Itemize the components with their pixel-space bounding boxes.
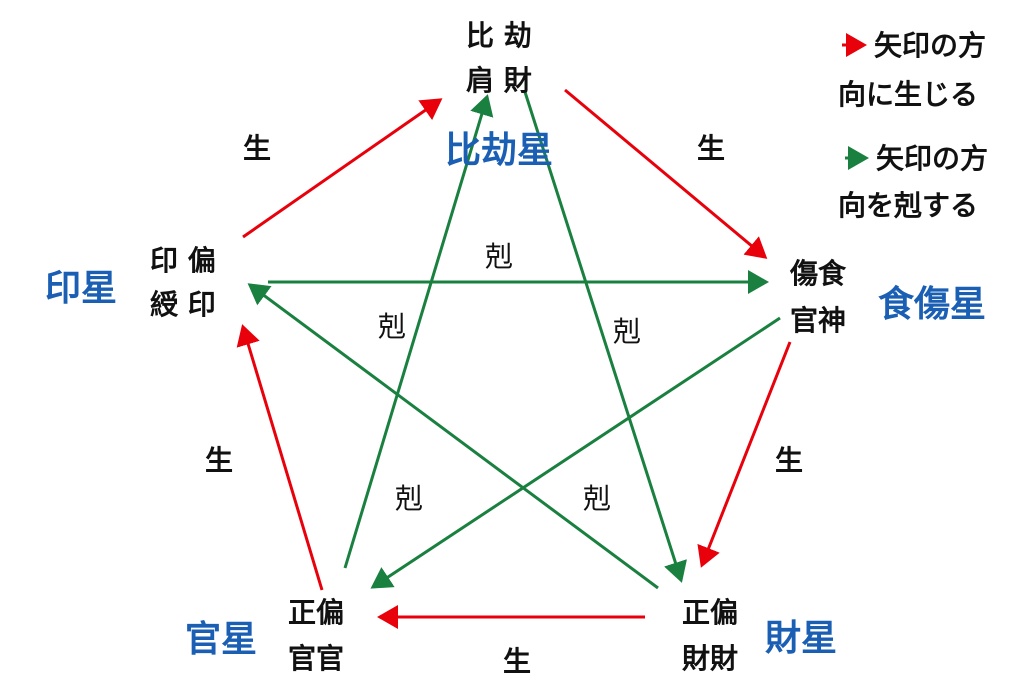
arrow-hikou-overcomes-zai: [523, 91, 687, 583]
arrow-shokushou-overcomes-kan: [370, 316, 781, 589]
label-overcome: 剋: [485, 240, 513, 273]
node-in-line1: 印 偏: [150, 244, 216, 277]
node-kan-line2: 官官: [288, 642, 344, 675]
arrow-kan-to-in: [236, 324, 324, 591]
label-overcome: 剋: [395, 482, 423, 515]
node-hikou-line1: 比 劫: [466, 19, 532, 52]
node-zai-line2: 財財: [682, 642, 738, 675]
node-hikou-line2: 肩 財: [466, 64, 532, 97]
node-shokushou-line2: 官神: [790, 304, 846, 337]
label-overcome: 剋: [613, 315, 641, 348]
node-kan-line1: 正偏: [288, 596, 344, 629]
label-generate: 生: [243, 132, 271, 165]
label-overcome: 剋: [378, 310, 406, 343]
legend-green-line2: 向を剋する: [838, 189, 978, 222]
arrow-kan-overcomes-hikou: [343, 94, 494, 569]
legend-green-line1: 矢印の方: [876, 142, 988, 175]
label-generate: 生: [503, 645, 531, 678]
arrow-shokushou-to-zai: [697, 341, 792, 568]
star-zai: 財星: [765, 618, 837, 659]
arrow-hikou-to-shokushou: [564, 88, 768, 259]
label-generate: 生: [775, 444, 803, 477]
node-shokushou-line1: 傷食: [789, 257, 847, 290]
label-generate: 生: [205, 444, 233, 477]
star-hikou: 比劫星: [445, 130, 553, 171]
node-zai-line1: 正偏: [682, 596, 738, 629]
label-generate: 生: [697, 132, 725, 165]
legend-red-line2: 向に生じる: [838, 78, 978, 111]
arrow-zai-overcomes-in: [247, 283, 659, 590]
star-in: 印星: [45, 268, 117, 309]
label-overcome: 剋: [583, 482, 611, 515]
legend-red-line1: 矢印の方: [874, 29, 986, 62]
node-in-line2: 綬 印: [150, 288, 216, 321]
star-shokushou: 食傷星: [878, 284, 986, 325]
star-kan: 官星: [185, 619, 257, 660]
arrow-in-to-hikou: [242, 98, 443, 239]
legend: 矢印の方 向に生じる 矢印の方 向を剋する: [838, 29, 988, 222]
